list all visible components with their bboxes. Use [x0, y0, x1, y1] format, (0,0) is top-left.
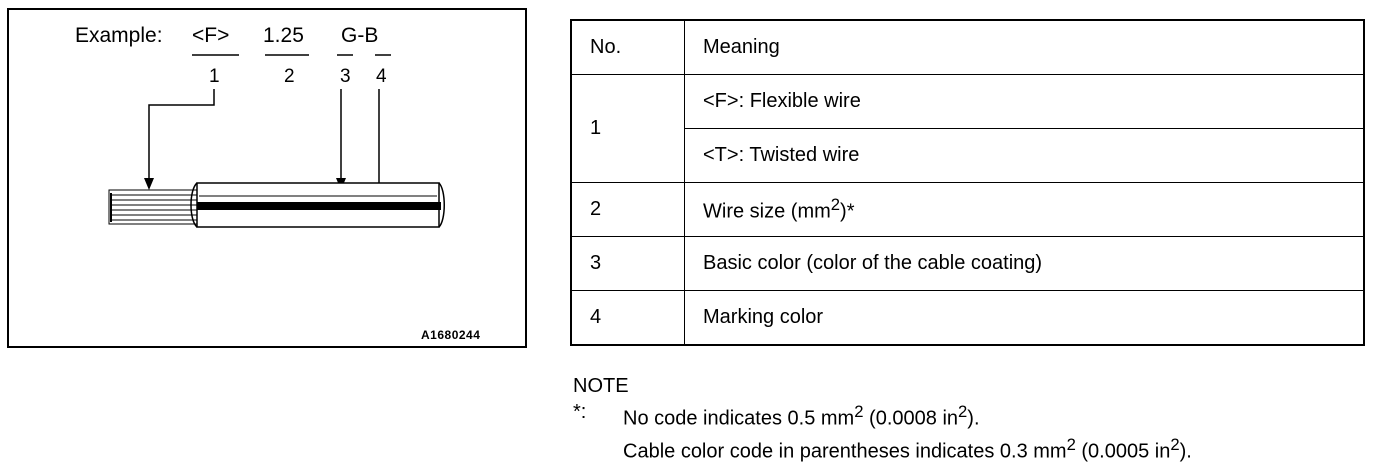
note-title: NOTE [573, 375, 629, 397]
wire-code-table: No. Meaning 1 <F>: Flexible wire <T>: Tw… [570, 19, 1365, 346]
callout-number-1: 1 [209, 66, 220, 87]
row-meaning: Wire size (mm2)* [684, 182, 1364, 237]
note-text: ). [967, 407, 980, 430]
row-meaning: <T>: Twisted wire [684, 128, 1364, 183]
table-header-row: No. Meaning [571, 20, 1364, 75]
row-number: 3 [571, 236, 685, 291]
meaning-suffix: )* [840, 200, 855, 223]
table-row: 3 Basic color (color of the cable coatin… [571, 236, 1364, 291]
row-number: 4 [571, 290, 685, 345]
row-number: 1 [571, 74, 685, 183]
wire-illustration [108, 54, 445, 228]
code-wire-size: 1.25 [263, 24, 304, 47]
note-text: (0.0008 in [863, 407, 959, 430]
row-number: 2 [571, 182, 685, 237]
note-text: No code indicates 0.5 mm [623, 407, 855, 430]
superscript: 2 [1066, 434, 1076, 454]
superscript: 2 [830, 195, 841, 215]
row-meaning: <F>: Flexible wire [684, 74, 1364, 129]
table-row: <T>: Twisted wire [571, 128, 1364, 183]
table-row: 2 Wire size (mm2)* [571, 182, 1364, 237]
table-row: 1 <F>: Flexible wire [571, 74, 1364, 183]
code-color: G-B [341, 24, 379, 47]
leader-lines [148, 89, 380, 197]
row-meaning: Basic color (color of the cable coating) [684, 236, 1364, 291]
note-text: (0.0005 in [1075, 440, 1171, 463]
table-row: 4 Marking color [571, 290, 1364, 345]
superscript: 2 [1170, 434, 1180, 454]
wire-diagram: Example: <F> 1.25 G-B 1 2 3 4 A1680244 [7, 8, 527, 348]
header-meaning: Meaning [703, 36, 780, 58]
note-text: ). [1179, 440, 1192, 463]
marking-stripe [197, 202, 441, 210]
note-line-2: Cable color code in parentheses indicate… [573, 432, 1192, 464]
note-block: NOTE *: No code indicates 0.5 mm2 (0.000… [573, 373, 1192, 464]
note-line-1: *: No code indicates 0.5 mm2 (0.0008 in2… [573, 399, 1192, 432]
note-asterisk: *: [573, 401, 587, 423]
figure-code: A1680244 [421, 328, 481, 342]
callout-number-4: 4 [376, 66, 387, 87]
superscript: 2 [854, 402, 864, 421]
row-meaning: Marking color [684, 290, 1364, 345]
superscript: 2 [958, 402, 968, 421]
code-connector-type: <F> [192, 24, 230, 47]
meaning-text: Wire size (mm [703, 200, 831, 223]
callout-number-2: 2 [284, 66, 295, 87]
conductor-strands [108, 189, 200, 225]
header-no: No. [571, 20, 685, 75]
callout-number-3: 3 [340, 66, 351, 87]
note-text: Cable color code in parentheses indicate… [623, 440, 1067, 463]
cable-sheath [190, 182, 445, 228]
example-label: Example: [75, 24, 163, 47]
